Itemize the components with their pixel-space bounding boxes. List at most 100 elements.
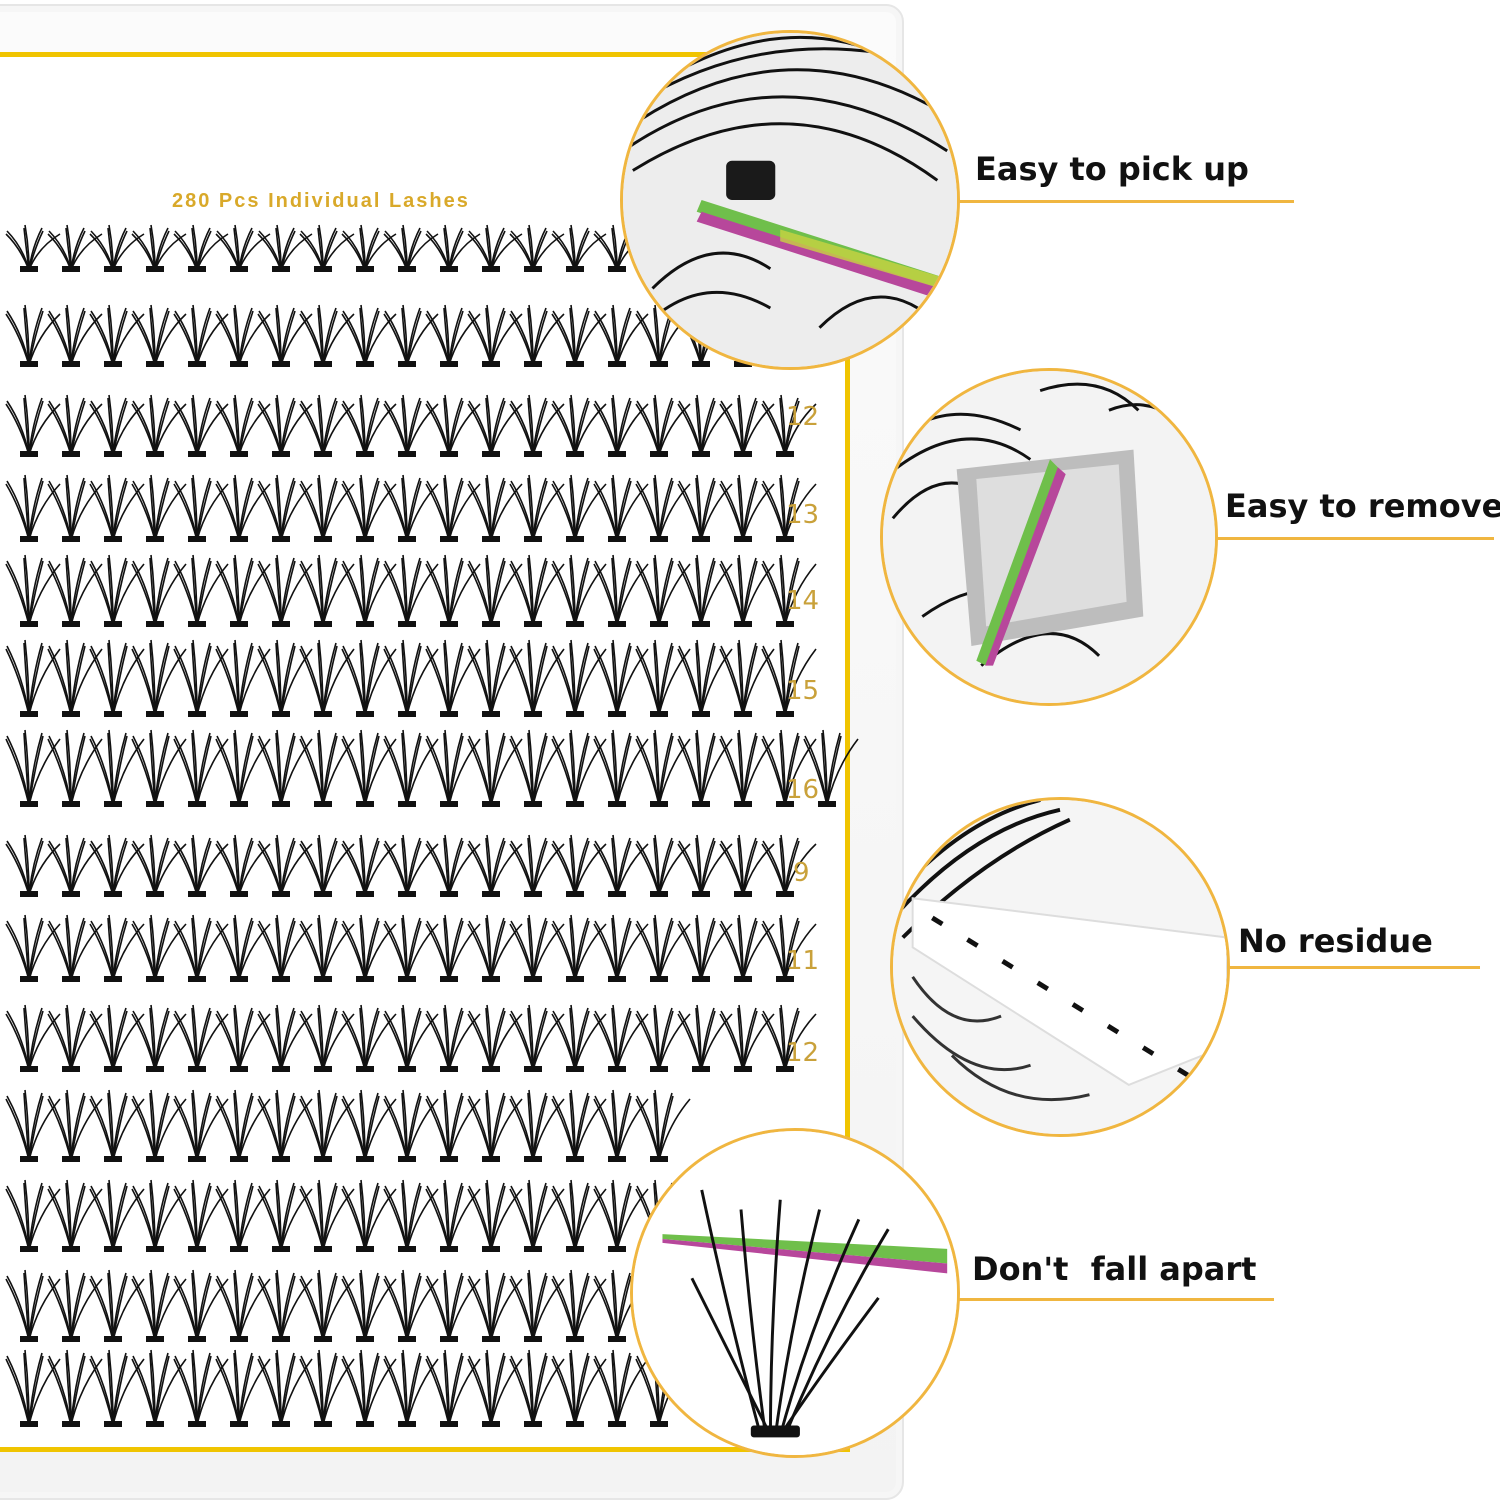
lash-cluster: [299, 729, 355, 807]
lash-cluster: [551, 729, 607, 807]
lash-cluster: [383, 394, 439, 457]
lash-cluster: [5, 834, 61, 897]
lash-cluster: [173, 474, 229, 542]
lash-cluster: [89, 394, 145, 457]
lash-cluster: [215, 1349, 271, 1427]
lash-cluster: [5, 474, 61, 542]
lash-cluster: [551, 304, 607, 367]
lash-cluster: [383, 474, 439, 542]
lash-cluster: [215, 1089, 271, 1162]
lash-cluster: [89, 729, 145, 807]
lash-cluster: [425, 1349, 481, 1427]
lash-cluster: [509, 729, 565, 807]
lash-cluster: [719, 834, 775, 897]
lash-cluster: [215, 474, 271, 542]
lash-cluster: [467, 224, 523, 272]
lash-cluster: [47, 224, 103, 272]
lash-cluster: [593, 474, 649, 542]
row-label: 12: [786, 1038, 820, 1068]
lash-cluster: [383, 639, 439, 717]
lash-cluster: [383, 1089, 439, 1162]
lash-cluster: [677, 394, 733, 457]
lash-cluster: [467, 1004, 523, 1072]
lash-cluster: [47, 639, 103, 717]
lash-cluster: [635, 1004, 691, 1072]
lash-cluster: [89, 1004, 145, 1072]
lash-cluster: [425, 554, 481, 627]
row-label: 9: [793, 858, 810, 888]
lash-cluster: [719, 639, 775, 717]
lash-cluster: [215, 554, 271, 627]
lash-cluster: [677, 1004, 733, 1072]
lash-cluster: [593, 554, 649, 627]
row-label: 14: [786, 586, 820, 616]
lash-cluster: [5, 304, 61, 367]
lash-cluster: [131, 1269, 187, 1342]
lash-cluster: [383, 834, 439, 897]
lash-cluster: [131, 639, 187, 717]
lash-cluster: [635, 474, 691, 542]
lash-cluster: [761, 914, 817, 982]
clean-band-illustration: [893, 800, 1227, 1134]
lash-cluster: [551, 1004, 607, 1072]
lash-cluster: [593, 914, 649, 982]
lash-cluster: [383, 1269, 439, 1342]
lash-cluster: [383, 224, 439, 272]
lash-cluster: [425, 834, 481, 897]
lash-clusters: [5, 224, 859, 1427]
lash-cluster: [635, 914, 691, 982]
lash-cluster: [425, 394, 481, 457]
lash-cluster: [761, 639, 817, 717]
row-label: 11: [786, 946, 820, 976]
lash-cluster: [131, 834, 187, 897]
lash-cluster: [257, 394, 313, 457]
lash-cluster: [5, 394, 61, 457]
callout-easy-to-pick-up: Easy to pick up: [975, 150, 1249, 188]
lash-cluster: [215, 834, 271, 897]
lash-cluster: [509, 1269, 565, 1342]
lash-cluster: [299, 1269, 355, 1342]
lash-cluster: [551, 834, 607, 897]
lash-cluster: [719, 729, 775, 807]
lash-cluster: [299, 1004, 355, 1072]
lash-cluster: [761, 554, 817, 627]
lash-rows: [5, 224, 859, 1427]
lash-cluster: [341, 224, 397, 272]
lash-cluster: [173, 1349, 229, 1427]
lash-cluster: [593, 639, 649, 717]
lash-cluster: [467, 1089, 523, 1162]
lash-cluster: [299, 1349, 355, 1427]
lash-cluster: [677, 554, 733, 627]
lash-cluster: [299, 639, 355, 717]
detail-pick-up: [620, 30, 960, 370]
lash-cluster: [761, 834, 817, 897]
lash-cluster: [299, 304, 355, 367]
lash-cluster: [173, 1004, 229, 1072]
lash-cluster: [257, 1269, 313, 1342]
lash-cluster: [47, 729, 103, 807]
lash-cluster: [257, 1179, 313, 1252]
detail-remove: [880, 368, 1218, 706]
lash-cluster: [677, 914, 733, 982]
lash-cluster: [383, 554, 439, 627]
lash-cluster: [173, 1179, 229, 1252]
lash-cluster: [257, 474, 313, 542]
lash-cluster: [341, 394, 397, 457]
lash-cluster: [509, 639, 565, 717]
lash-cluster: [467, 304, 523, 367]
lash-cluster: [299, 1089, 355, 1162]
lash-cluster: [425, 914, 481, 982]
lash-cluster: [5, 224, 61, 272]
lash-cluster: [509, 1179, 565, 1252]
lash-cluster: [89, 1269, 145, 1342]
lash-cluster: [635, 394, 691, 457]
lash-cluster: [677, 834, 733, 897]
lash-cluster: [257, 639, 313, 717]
lash-cluster: [47, 1349, 103, 1427]
lash-cluster: [341, 1089, 397, 1162]
lash-cluster: [131, 304, 187, 367]
lash-cluster: [257, 914, 313, 982]
lash-cluster: [215, 729, 271, 807]
lash-cluster: [719, 394, 775, 457]
lash-cluster: [593, 1349, 649, 1427]
